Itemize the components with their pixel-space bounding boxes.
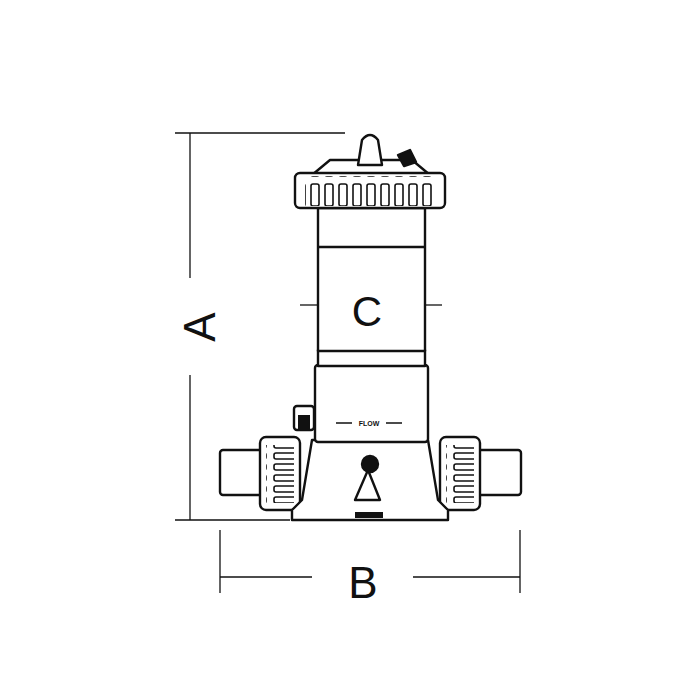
flow-marking: FLOW [359, 420, 380, 427]
dimension-label: B [348, 561, 377, 605]
dimension-label: A [178, 312, 222, 341]
dimension-lines [175, 133, 520, 593]
dimension-label: C [352, 291, 382, 333]
chlorinator-body [220, 135, 521, 520]
